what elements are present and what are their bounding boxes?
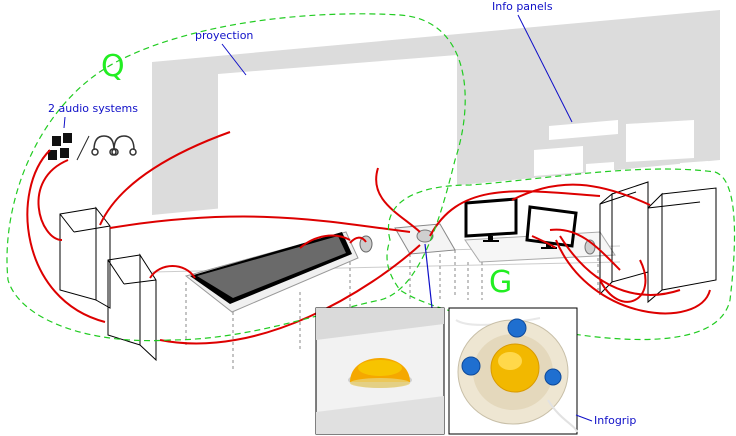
projection-screen	[218, 55, 457, 216]
projection-pointer	[221, 43, 247, 76]
cable	[599, 259, 647, 303]
monitor-left	[464, 197, 518, 242]
cable	[559, 235, 681, 296]
info-panel	[626, 120, 694, 162]
cable	[375, 167, 421, 233]
info-panel	[680, 161, 708, 177]
projection-label: proyection	[195, 29, 253, 42]
zone-q-label: Q	[101, 49, 125, 84]
audio-pointer	[63, 116, 66, 129]
info-panels-pointer	[517, 14, 573, 123]
speaker-box-right-2	[647, 187, 717, 304]
info-panel	[534, 146, 583, 176]
speaker-stack-icon	[48, 133, 72, 160]
separator-slash	[76, 135, 90, 161]
infogrip-pointer	[575, 414, 593, 422]
cable	[555, 239, 711, 315]
zone-g-label: G	[489, 265, 512, 300]
cable	[349, 236, 367, 244]
inset-trackball-closeup	[315, 307, 445, 435]
cable	[149, 265, 196, 279]
speaker-box-left-1	[59, 206, 111, 309]
speaker-box-left-2	[107, 253, 157, 362]
cable	[99, 131, 231, 226]
info-panels	[534, 120, 708, 180]
info-panel	[549, 120, 618, 140]
zone-g-boundary	[386, 168, 736, 341]
cable	[429, 190, 601, 237]
cable	[531, 235, 556, 249]
zone-q-boundary	[6, 13, 466, 342]
cable	[549, 228, 621, 271]
cables	[26, 131, 711, 345]
cable	[299, 234, 351, 249]
info-panel	[586, 162, 614, 180]
audio-label: 2 audio systems	[48, 102, 138, 115]
cable	[511, 183, 651, 206]
infogrip-label: Infogrip	[594, 414, 636, 427]
inset-infogrip-device	[448, 307, 578, 435]
cable	[109, 215, 411, 233]
cable	[26, 149, 106, 323]
monitor-right	[525, 205, 578, 249]
cable	[159, 244, 421, 345]
info-panels-label: Info panels	[492, 0, 553, 13]
speaker-box-right-1	[599, 181, 649, 296]
cable	[37, 159, 69, 241]
headphones-icon	[91, 135, 137, 156]
table-trackball	[416, 229, 434, 243]
touch-table	[184, 231, 359, 313]
zones	[6, 13, 736, 342]
inset-pointer	[424, 243, 433, 309]
